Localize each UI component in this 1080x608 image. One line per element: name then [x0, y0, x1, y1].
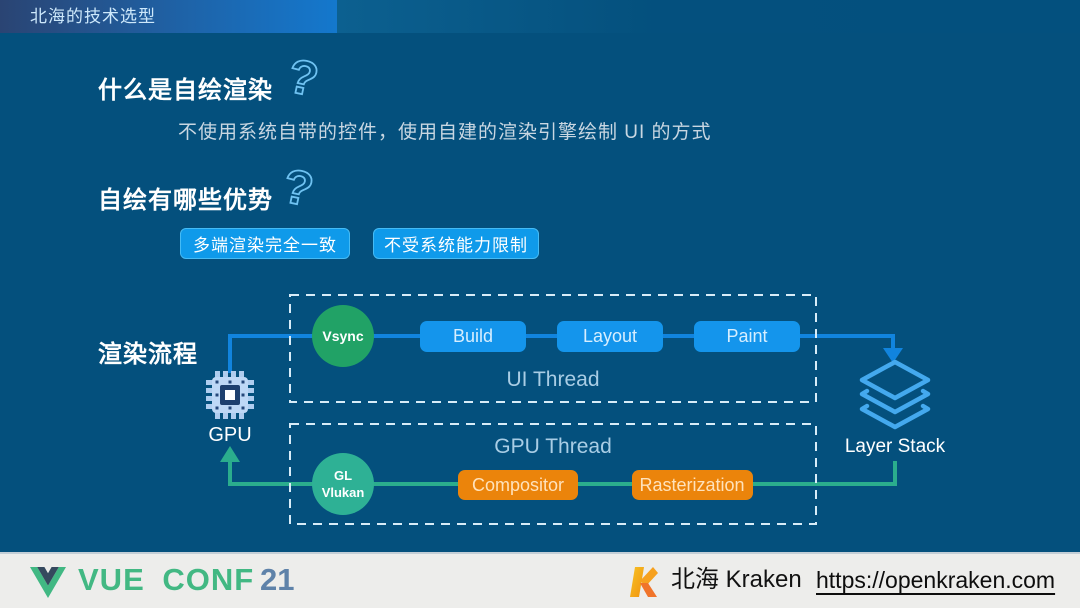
- paint-node: Paint: [694, 321, 800, 352]
- question-mark-icon: ?: [277, 159, 319, 218]
- conference-name: VUE CONF: [78, 562, 255, 597]
- compositor-label: Compositor: [472, 475, 564, 495]
- layer-stack-icon: [859, 359, 931, 430]
- vsync-label: Vsync: [322, 328, 363, 344]
- kraken-logo-icon: [630, 567, 658, 597]
- layer-stack-label: Layer Stack: [845, 436, 946, 457]
- slide-title: 北海的技术选型: [30, 7, 156, 26]
- self-render-description: 不使用系统自带的控件，使用自建的渲染引擎绘制 UI 的方式: [178, 122, 712, 143]
- compositor-node: Compositor: [458, 470, 578, 500]
- brand-name: 北海 Kraken: [671, 566, 802, 593]
- ui-thread-box: [289, 294, 817, 403]
- gpu-thread-label: GPU Thread: [494, 435, 612, 458]
- footer: VUE CONF 21 北海 Kraken https://openkraken…: [0, 552, 1080, 608]
- openkraken-link[interactable]: https://openkraken.com: [816, 567, 1056, 593]
- build-label: Build: [453, 326, 493, 346]
- gl-label: GL: [334, 468, 352, 483]
- rasterization-label: Rasterization: [639, 475, 744, 495]
- gpu-thread-box: [289, 423, 817, 525]
- build-node: Build: [420, 321, 526, 352]
- gl-vulkan-node: GL Vlukan: [312, 453, 374, 515]
- heading-advantages: 自绘有哪些优势: [98, 187, 273, 214]
- ui-thread-label: UI Thread: [507, 368, 600, 391]
- vue-logo-icon: [30, 567, 66, 598]
- rasterization-node: Rasterization: [632, 470, 753, 500]
- vulkan-label: Vlukan: [322, 485, 365, 500]
- top-bar-accent: [0, 0, 337, 33]
- advantage-badge-consistency: 多端渲染完全一致: [180, 228, 350, 259]
- top-bar: 北海的技术选型: [0, 0, 1080, 33]
- gpu-chip-icon: [206, 371, 254, 419]
- paint-label: Paint: [726, 326, 767, 346]
- conference-year: 21: [260, 562, 295, 597]
- vsync-node: Vsync: [312, 305, 374, 367]
- gpu-label: GPU: [208, 424, 251, 446]
- layout-node: Layout: [557, 321, 663, 352]
- heading-render-flow: 渲染流程: [98, 341, 198, 368]
- heading-what-is-self-render: 什么是自绘渲染: [98, 77, 273, 104]
- arrow-down-icon: [883, 348, 903, 363]
- arrow-up-icon: [220, 446, 240, 462]
- question-mark-icon: ?: [282, 49, 324, 108]
- advantage-badge-no-limit: 不受系统能力限制: [373, 228, 539, 259]
- layout-label: Layout: [583, 326, 637, 346]
